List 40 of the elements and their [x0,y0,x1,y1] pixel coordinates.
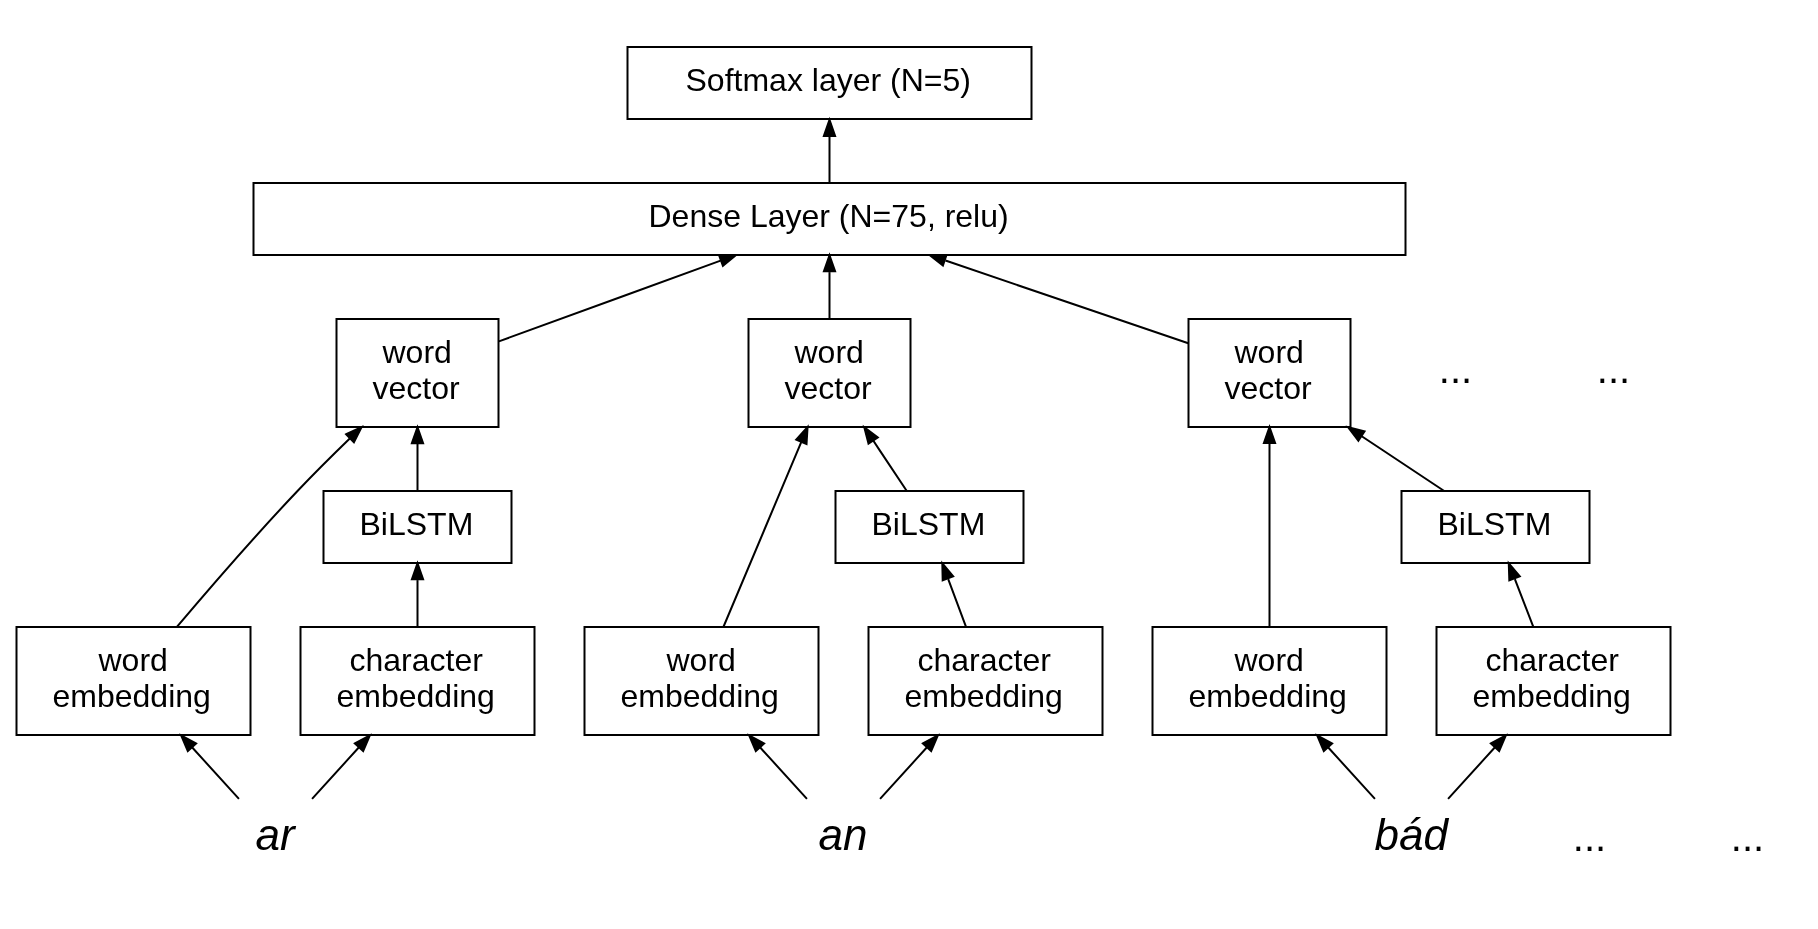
node-box: BiLSTM [1400,489,1591,564]
arrow [1447,732,1508,800]
node-box: Dense Layer (N=75, relu) [252,181,1407,256]
node-box: word vector [1187,317,1352,428]
arrow [926,253,1190,344]
node-box: word embedding [1151,625,1388,736]
arrow [1345,425,1446,492]
node-box: BiLSTM [834,489,1025,564]
node-box: word embedding [583,625,820,736]
arrow [179,732,240,800]
label: ... [1730,814,1765,859]
arrow [941,560,967,628]
arrow [1315,732,1376,800]
node-text: bád [1374,809,1448,859]
node-box: BiLSTM [322,489,513,564]
arrow [1507,560,1535,628]
arrow [497,253,739,342]
node-box: word vector [747,317,912,428]
arrow [175,424,364,628]
label: ... [1596,346,1631,391]
arrow [822,251,837,320]
arrow [747,732,808,800]
node-box: word embedding [15,625,252,736]
arrow [879,732,940,800]
arrow [862,424,908,492]
node-box: character embedding [1435,625,1672,736]
node-text: ar [255,809,295,859]
arrow [410,559,425,628]
label: ... [1572,814,1607,859]
arrow [410,423,425,492]
node-box: Softmax layer (N=5) [626,45,1033,120]
arrow [822,116,837,183]
node-box: character embedding [299,625,536,736]
node-box: word vector [335,317,500,428]
arrow [1262,423,1277,628]
label: ... [1438,346,1473,391]
arrow [722,423,809,628]
node-text: an [818,809,868,859]
node-box: character embedding [867,625,1104,736]
arrow [311,732,372,800]
